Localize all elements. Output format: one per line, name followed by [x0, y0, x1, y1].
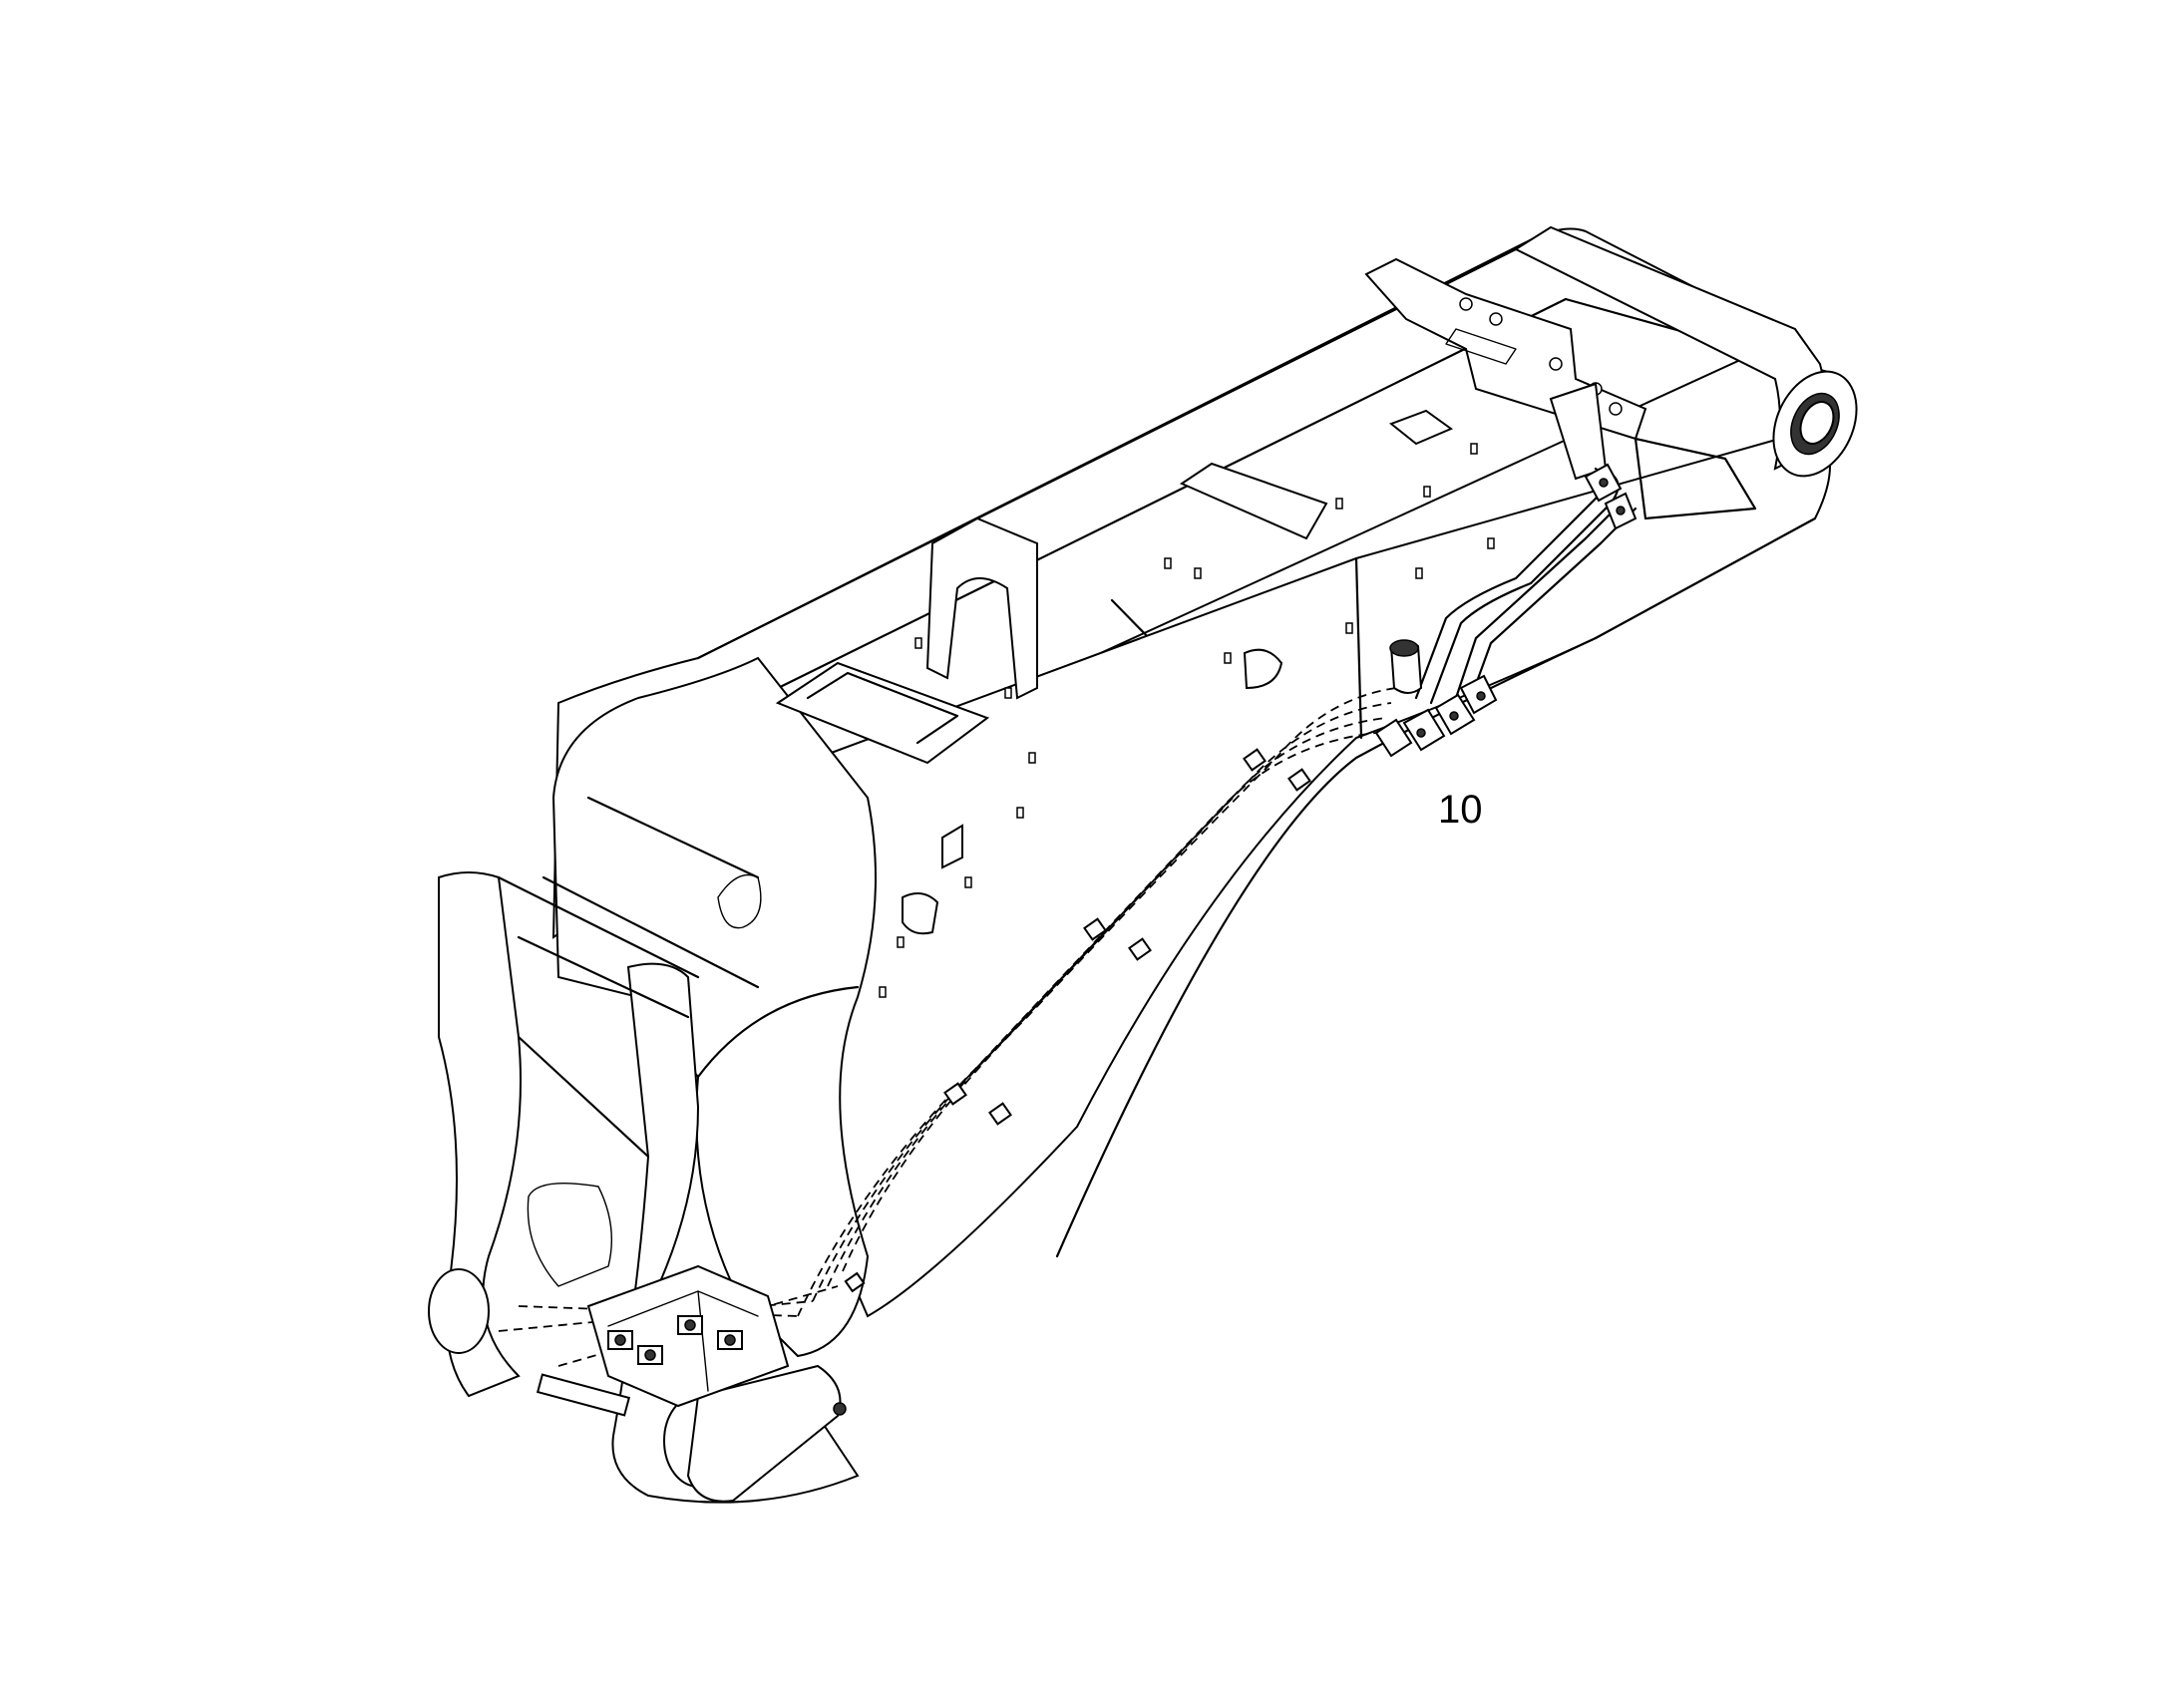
- weld-studs: [879, 443, 1495, 998]
- valve-block: [536, 1264, 790, 1417]
- boom-body: [542, 225, 1858, 1358]
- callout-label-10: 10: [1438, 788, 1483, 832]
- fitting-group: [1374, 463, 1637, 758]
- top-brackets: [775, 257, 1757, 765]
